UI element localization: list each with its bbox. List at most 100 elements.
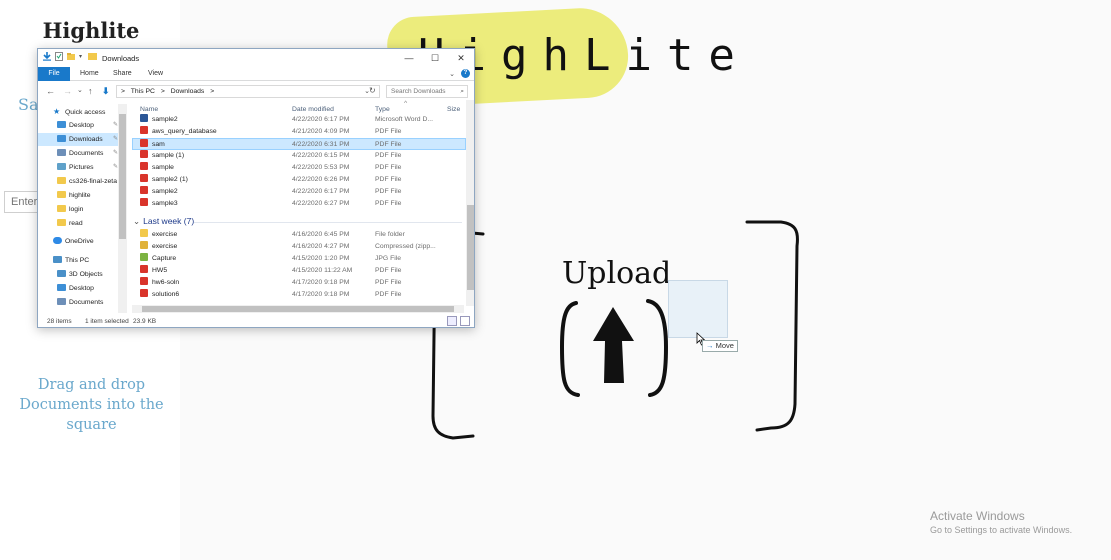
file-explorer-window[interactable]: ▾ Downloads — ☐ ✕ File Home Share View ⌄… — [37, 48, 475, 328]
nav-item-highlite[interactable]: highlite — [38, 189, 118, 202]
refresh-icon[interactable]: ↻ — [369, 86, 376, 95]
nav-item-quick-access[interactable]: ★Quick access — [38, 105, 118, 118]
documents-icon — [57, 298, 66, 305]
column-header-name[interactable]: Name — [140, 106, 159, 113]
search-icon: ⌕ — [460, 88, 464, 95]
forward-arrow-icon[interactable]: → — [63, 86, 72, 96]
nav-pane-scrollbar[interactable] — [118, 104, 127, 313]
window-title: Downloads — [102, 54, 140, 63]
ribbon-tabs: File Home Share View ⌄ ? — [38, 67, 474, 81]
pictures-icon — [57, 163, 66, 170]
nav-item-onedrive[interactable]: OneDrive — [38, 235, 118, 248]
customize-toolbar-icon[interactable]: ▾ — [79, 54, 83, 60]
upload-arrow-icon[interactable] — [556, 297, 676, 399]
recent-locations-icon[interactable]: ⌄ — [77, 87, 83, 94]
pdf-file-icon — [140, 289, 148, 297]
file-name: hw6-soln — [152, 279, 180, 286]
file-date: 4/17/2020 9:18 PM — [292, 279, 350, 286]
status-bar: 28 items 1 item selected 23.9 KB — [38, 315, 474, 327]
file-name: Capture — [152, 255, 177, 262]
nav-item-documents[interactable]: Documents✎ — [38, 147, 118, 160]
nav-item-read[interactable]: read — [38, 217, 118, 230]
pdf-file-icon — [140, 198, 148, 206]
download-arrow-icon[interactable] — [43, 52, 51, 61]
address-path[interactable]: > This PC > Downloads > ⌄ — [116, 85, 380, 98]
file-type: PDF File — [375, 291, 402, 298]
nav-item-desktop[interactable]: Desktop✎ — [38, 119, 118, 132]
help-icon[interactable]: ? — [461, 69, 470, 78]
tab-view[interactable]: View — [148, 70, 164, 77]
nav-item-cs326-final-zeta[interactable]: cs326-final-zeta — [38, 175, 118, 188]
address-this-pc[interactable]: This PC — [130, 88, 155, 95]
nav-item-login[interactable]: login — [38, 203, 118, 216]
view-buttons — [447, 316, 470, 326]
file-date: 4/22/2020 6:27 PM — [292, 200, 350, 207]
properties-icon[interactable] — [55, 52, 63, 61]
file-date: 4/22/2020 6:17 PM — [292, 116, 350, 123]
nav-item-desktop-pc[interactable]: Desktop — [38, 282, 118, 295]
drag-move-tooltip: → Move — [702, 340, 738, 352]
chevron-down-icon: ⌄ — [133, 216, 141, 226]
documents-icon — [57, 149, 66, 156]
horizontal-scroll-thumb[interactable] — [142, 306, 454, 312]
horizontal-scrollbar[interactable] — [132, 305, 464, 313]
nav-item-label: Documents — [69, 299, 104, 306]
tab-share[interactable]: Share — [113, 70, 132, 77]
group-header-last-week[interactable]: ⌄Last week (7) — [133, 216, 194, 227]
nav-item-label: highlite — [69, 192, 91, 199]
nav-item-downloads[interactable]: Downloads✎ — [38, 133, 118, 146]
address-downloads[interactable]: Downloads — [170, 88, 205, 95]
search-input[interactable]: Search Downloads ⌕ — [386, 85, 468, 98]
nav-item-label: OneDrive — [65, 238, 94, 245]
folder-icon — [140, 229, 148, 237]
pdf-file-icon — [140, 150, 148, 158]
nav-item-3d-objects[interactable]: 3D Objects — [38, 268, 118, 281]
tab-file[interactable]: File — [38, 67, 70, 81]
column-header-type[interactable]: Type — [375, 106, 390, 113]
column-header-date[interactable]: Date modified — [292, 106, 334, 113]
file-name: sample (1) — [152, 152, 185, 159]
3d-objects-icon — [57, 270, 66, 277]
tab-home[interactable]: Home — [80, 70, 99, 77]
file-list-scroll-thumb[interactable] — [467, 205, 474, 290]
up-arrow-icon[interactable]: ↑ — [88, 86, 93, 96]
details-view-icon[interactable] — [447, 316, 457, 326]
nav-item-this-pc[interactable]: This PC — [38, 254, 118, 267]
nav-item-pictures[interactable]: Pictures✎ — [38, 161, 118, 174]
close-button[interactable]: ✕ — [457, 53, 465, 63]
column-header-size[interactable]: Size — [447, 106, 461, 113]
maximize-button[interactable]: ☐ — [430, 53, 440, 63]
nav-scroll-thumb[interactable] — [119, 114, 126, 239]
star-icon: ★ — [53, 107, 61, 116]
title-bar[interactable]: ▾ Downloads — ☐ ✕ — [38, 49, 474, 67]
new-folder-icon[interactable] — [67, 52, 75, 61]
large-icons-view-icon[interactable] — [460, 316, 470, 326]
status-item-count: 28 items — [47, 318, 72, 325]
download-icon — [57, 135, 66, 142]
pdf-file-icon — [140, 174, 148, 182]
back-arrow-icon[interactable]: ← — [46, 86, 55, 96]
nav-item-documents-pc[interactable]: Documents — [38, 296, 118, 309]
expand-ribbon-icon[interactable]: ⌄ — [449, 70, 455, 78]
file-list-scrollbar[interactable] — [466, 100, 474, 306]
address-dropdown-icon[interactable]: ⌄ — [364, 88, 370, 95]
file-name: exercise — [152, 231, 178, 238]
nav-item-label: Documents — [69, 150, 104, 157]
folder-icon — [57, 219, 66, 226]
minimize-button[interactable]: — — [404, 53, 414, 63]
